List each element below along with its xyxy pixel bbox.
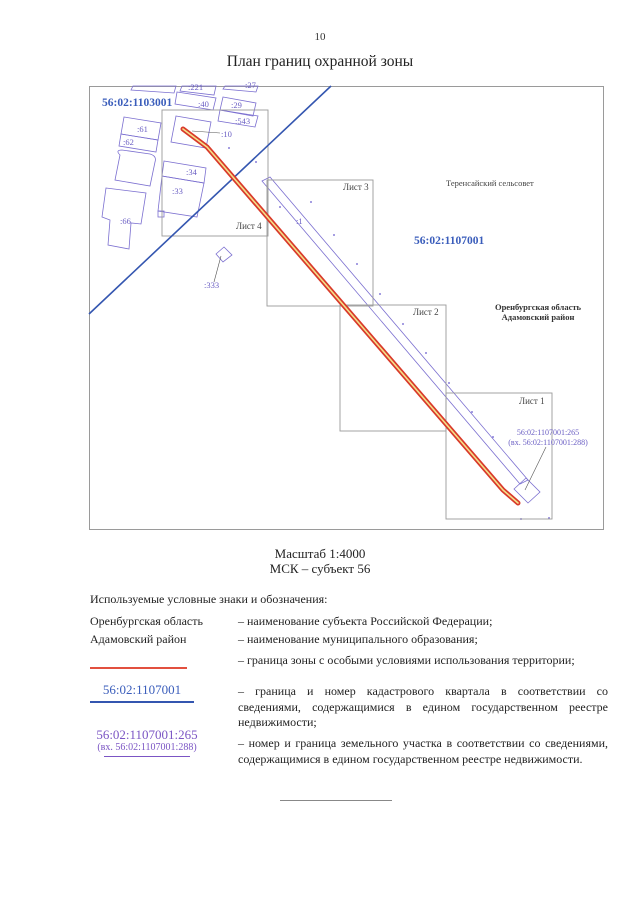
- parcel-label: :40: [198, 99, 209, 109]
- sheet-frame-2: [339, 304, 447, 432]
- parcel-label: :62: [123, 137, 134, 147]
- page-number: 10: [314, 31, 326, 43]
- legend-symbol-parcel-previous-number: (вх. 56:02:1107001:288): [97, 742, 197, 753]
- legend-symbol-parcel-line: [104, 756, 190, 757]
- parcel-label: :221: [188, 82, 203, 92]
- quarter-boundary-line: [88, 85, 332, 315]
- parcel-label: :27: [245, 80, 256, 90]
- quarter-label-1103001: 56:02:1103001: [102, 97, 173, 109]
- quarter-label-1107001: 56:02:1107001: [414, 235, 485, 247]
- survey-points: [228, 147, 550, 520]
- sheet-label-2: Лист 2: [413, 307, 439, 317]
- legend-symbol-zone-line: [90, 667, 187, 669]
- legend-symbol-region: Оренбургская область: [90, 614, 203, 628]
- parcel-label: :34: [186, 167, 198, 177]
- target-parcel-outline: [513, 477, 541, 504]
- parcel-label: :10: [221, 129, 232, 139]
- footer-divider: [280, 800, 392, 801]
- scale-label: Масштаб 1:4000: [274, 546, 366, 561]
- sheet-label-1: Лист 1: [519, 396, 545, 406]
- sheet-label-3: Лист 3: [343, 182, 369, 192]
- district-label: Адамовский район: [502, 312, 575, 322]
- legend-heading: Используемые условные знаки и обозначени…: [90, 592, 328, 606]
- legend-symbol-quarter-number: 56:02:1107001: [102, 682, 182, 697]
- parcel-label: :61: [137, 124, 148, 134]
- legend-desc-district: – наименование муниципального образовани…: [238, 632, 478, 646]
- sheet-label-4: Лист 4: [236, 221, 262, 231]
- parcel-label: :543: [235, 116, 250, 126]
- target-parcel-previous-number: (вх. 56:02:1107001:288): [508, 438, 588, 447]
- settlement-label: Теренсайский сельсовет: [446, 178, 534, 188]
- coordinate-system-label: МСК – субъект 56: [269, 561, 371, 576]
- sheet-frame-1: [445, 392, 553, 520]
- sheet-frame-4: [161, 109, 269, 237]
- page-title: План границ охранной зоны: [226, 53, 414, 70]
- map-frame: [89, 86, 604, 530]
- region-label: Оренбургская область: [495, 302, 582, 312]
- legend-symbol-district: Адамовский район: [90, 632, 187, 646]
- parcel-label: :1: [296, 216, 303, 226]
- parcel-label: :333: [204, 280, 219, 290]
- target-parcel-number: 56:02:1107001:265: [517, 428, 579, 437]
- parcel-label: :66: [120, 216, 131, 226]
- legend-desc-parcel: – номер и граница земельного участка в с…: [238, 736, 608, 766]
- parcel-label: :33: [172, 186, 183, 196]
- legend-desc-zone: – граница зоны с особыми условиями испол…: [238, 653, 575, 667]
- legend-desc-region: – наименование субъекта Российской Федер…: [238, 614, 493, 628]
- protective-zone-boundary: [180, 126, 521, 506]
- sheet-frame-3: [266, 179, 374, 307]
- legend-symbol-parcel-number: 56:02:1107001:265: [96, 727, 198, 742]
- legend-symbol-quarter-line: [90, 701, 194, 703]
- parcel-label: :29: [231, 100, 242, 110]
- legend-desc-quarter: – граница и номер кадастрового квартала …: [238, 684, 608, 729]
